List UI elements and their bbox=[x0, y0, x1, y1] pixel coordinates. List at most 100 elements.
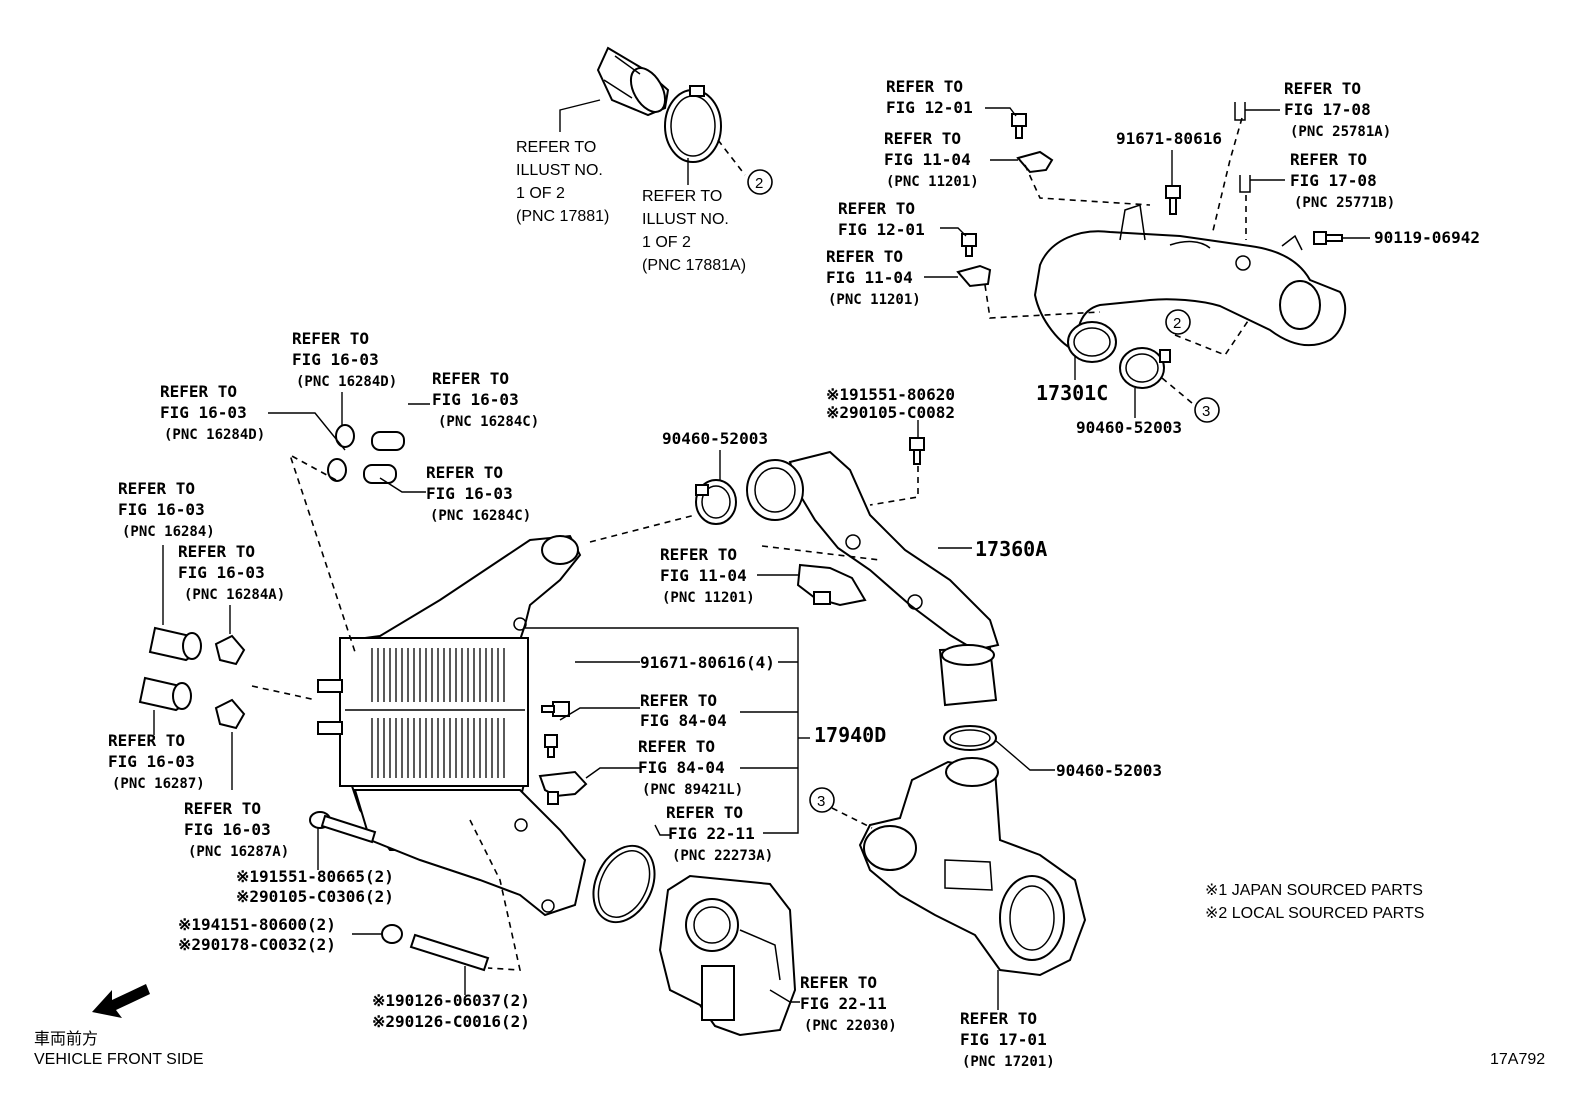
gasket-fig22-11[interactable] bbox=[582, 836, 667, 932]
part-no-90460-52003-right[interactable]: 90460-52003 bbox=[1076, 418, 1182, 437]
part-no-17301c[interactable]: 17301C bbox=[1036, 381, 1108, 405]
ref-fig17-08-b-pnc: (PNC 25771B) bbox=[1294, 195, 1395, 211]
hose-pnc-16284c-b[interactable] bbox=[363, 464, 397, 484]
part-no-91671-80616-top[interactable]: 91671-80616 bbox=[1116, 129, 1222, 148]
bolt-191551-80620[interactable] bbox=[909, 437, 925, 465]
ref-fig12-01-a-l2: FIG 12-01 bbox=[886, 98, 973, 117]
ref-fig16-03-16284-pnc: (PNC 16284) bbox=[122, 524, 215, 540]
sensor-fig84-04[interactable] bbox=[538, 770, 588, 805]
ref-fig16-03-c2-pnc: (PNC 16284C) bbox=[430, 508, 531, 524]
ref-fig16-03-16284-l1: REFER TO bbox=[118, 479, 195, 498]
clamp-pnc-16287a[interactable] bbox=[214, 698, 246, 730]
ref-illust-a-line2: ILLUST NO. bbox=[516, 162, 603, 179]
ref-fig16-03-d2-l2: FIG 16-03 bbox=[160, 403, 247, 422]
bolt-fig84-04[interactable] bbox=[544, 734, 558, 758]
bolt-191551-80665[interactable] bbox=[309, 811, 377, 844]
ref-fig16-03-16284a-pnc: (PNC 16284A) bbox=[184, 587, 285, 603]
hose-clamp-17881a[interactable] bbox=[664, 85, 722, 163]
bolt-fig12-01-lower[interactable] bbox=[961, 233, 977, 257]
part-no-90119-06942[interactable]: 90119-06942 bbox=[1374, 228, 1480, 247]
clamp-pnc-16284a[interactable] bbox=[214, 634, 246, 666]
ref-fig16-03-c1-l2: FIG 16-03 bbox=[432, 390, 519, 409]
part-no-290105-c0082[interactable]: ※290105-C0082 bbox=[826, 403, 955, 422]
intake-pipe-17301c[interactable] bbox=[1033, 204, 1347, 363]
sensor-fig11-04-upper[interactable] bbox=[1016, 150, 1054, 174]
ref-fig16-03-c1-l1: REFER TO bbox=[432, 369, 509, 388]
ref-fig84-04-a-l2: FIG 84-04 bbox=[640, 711, 727, 730]
ref-illust-b-line2: ILLUST NO. bbox=[642, 211, 729, 228]
clamp-pnc-16284d-b[interactable] bbox=[327, 458, 347, 482]
ref-fig16-03-16284a-l1: REFER TO bbox=[178, 542, 255, 561]
vehicle-front-arrow-icon bbox=[92, 984, 150, 1018]
hose-pnc-16284c-a[interactable] bbox=[371, 431, 405, 451]
ref-fig22-11-b-l2: FIG 22-11 bbox=[800, 994, 887, 1013]
bolt-91671-80616-4[interactable] bbox=[541, 701, 570, 717]
nut-194151-80600[interactable] bbox=[381, 924, 403, 944]
svg-text:2: 2 bbox=[1173, 315, 1181, 332]
part-no-91671-80616-4[interactable]: 91671-80616(4) bbox=[640, 653, 775, 672]
part-no-290126-c0016[interactable]: ※290126-C0016(2) bbox=[372, 1012, 530, 1031]
part-no-290178-c0032[interactable]: ※290178-C0032(2) bbox=[178, 935, 336, 954]
callout-3-right: 3 bbox=[1194, 397, 1220, 423]
ref-fig17-01-pnc: (PNC 17201) bbox=[962, 1054, 1055, 1070]
vehicle-front-jp: 車両前方 bbox=[34, 1030, 98, 1048]
svg-text:3: 3 bbox=[1202, 403, 1210, 420]
ref-fig84-04-b-l1: REFER TO bbox=[638, 737, 715, 756]
ref-illust-a-line4: (PNC 17881) bbox=[516, 208, 609, 225]
ref-fig22-11-a-pnc: (PNC 22273A) bbox=[672, 848, 773, 864]
ref-fig11-04-c-pnc: (PNC 11201) bbox=[662, 590, 755, 606]
plug-pnc-25781a[interactable] bbox=[1234, 102, 1246, 121]
ref-fig16-03-c2-l1: REFER TO bbox=[426, 463, 503, 482]
part-no-90460-52003-lower[interactable]: 90460-52003 bbox=[1056, 761, 1162, 780]
ref-fig16-03-16287a-pnc: (PNC 16287A) bbox=[188, 844, 289, 860]
sensor-fig11-04-center[interactable] bbox=[796, 563, 867, 607]
part-no-290105-c0306[interactable]: ※290105-C0306(2) bbox=[236, 887, 394, 906]
part-no-191551-80620[interactable]: ※191551-80620 bbox=[826, 385, 955, 404]
ref-fig17-08-a-pnc: (PNC 25781A) bbox=[1290, 124, 1391, 140]
ref-fig22-11-a-l1: REFER TO bbox=[666, 803, 743, 822]
intercooler-assembly-17940d[interactable] bbox=[317, 534, 587, 917]
ref-fig16-03-c2-l2: FIG 16-03 bbox=[426, 484, 513, 503]
ref-fig11-04-a-pnc: (PNC 11201) bbox=[886, 174, 979, 190]
ref-fig17-08-b-l1: REFER TO bbox=[1290, 150, 1367, 169]
ref-fig16-03-d1-pnc: (PNC 16284D) bbox=[296, 374, 397, 390]
hose-pnc-16284[interactable] bbox=[148, 626, 202, 662]
part-no-17940d[interactable]: 17940D bbox=[814, 723, 886, 747]
ref-fig11-04-a-l2: FIG 11-04 bbox=[884, 150, 971, 169]
bolt-fig12-01-upper[interactable] bbox=[1011, 113, 1027, 139]
note-local-sourced: ※2 LOCAL SOURCED PARTS bbox=[1205, 905, 1424, 922]
stud-190126-06037[interactable] bbox=[409, 933, 490, 972]
ref-illust-a-line3: 1 OF 2 bbox=[516, 185, 565, 202]
bolt-90119-06942[interactable] bbox=[1313, 231, 1343, 245]
hose-segment-17881[interactable] bbox=[596, 46, 672, 118]
part-no-190126-06037[interactable]: ※190126-06037(2) bbox=[372, 991, 530, 1010]
part-no-191551-80665[interactable]: ※191551-80665(2) bbox=[236, 867, 394, 886]
ref-illust-b-line4: (PNC 17881A) bbox=[642, 257, 746, 274]
throttle-body-22030[interactable] bbox=[658, 874, 797, 1037]
ref-fig16-03-16284-l2: FIG 16-03 bbox=[118, 500, 205, 519]
sensor-fig11-04-lower[interactable] bbox=[956, 264, 992, 288]
part-no-194151-80600[interactable]: ※194151-80600(2) bbox=[178, 915, 336, 934]
ref-fig22-11-b-pnc: (PNC 22030) bbox=[804, 1018, 897, 1034]
part-no-90460-52003-center[interactable]: 90460-52003 bbox=[662, 429, 768, 448]
gasket-90460-52003-lower[interactable] bbox=[943, 725, 997, 751]
svg-text:3: 3 bbox=[817, 793, 825, 810]
bolt-91671-80616-top[interactable] bbox=[1165, 185, 1181, 215]
callout-3-lower: 3 bbox=[809, 787, 835, 813]
ref-fig22-11-a-l2: FIG 22-11 bbox=[668, 824, 755, 843]
part-no-17360a[interactable]: 17360A bbox=[975, 537, 1047, 561]
ref-fig11-04-b-l1: REFER TO bbox=[826, 247, 903, 266]
ref-fig84-04-b-pnc: (PNC 89421L) bbox=[642, 782, 743, 798]
ref-fig17-08-a-l1: REFER TO bbox=[1284, 79, 1361, 98]
hose-clamp-90460-right[interactable] bbox=[1119, 347, 1171, 389]
intercooler-core-fins bbox=[371, 648, 505, 778]
ref-fig84-04-b-l2: FIG 84-04 bbox=[638, 758, 725, 777]
hose-clamp-90460-center[interactable] bbox=[695, 479, 737, 525]
clamp-pnc-16284d-a[interactable] bbox=[335, 424, 355, 448]
hose-pnc-16287[interactable] bbox=[138, 676, 192, 712]
intercooler-pipe-17360a[interactable] bbox=[746, 450, 1000, 707]
turbo-housing-17201[interactable] bbox=[858, 757, 1087, 977]
plug-pnc-25771b[interactable] bbox=[1239, 175, 1251, 193]
ref-fig22-11-b-l1: REFER TO bbox=[800, 973, 877, 992]
